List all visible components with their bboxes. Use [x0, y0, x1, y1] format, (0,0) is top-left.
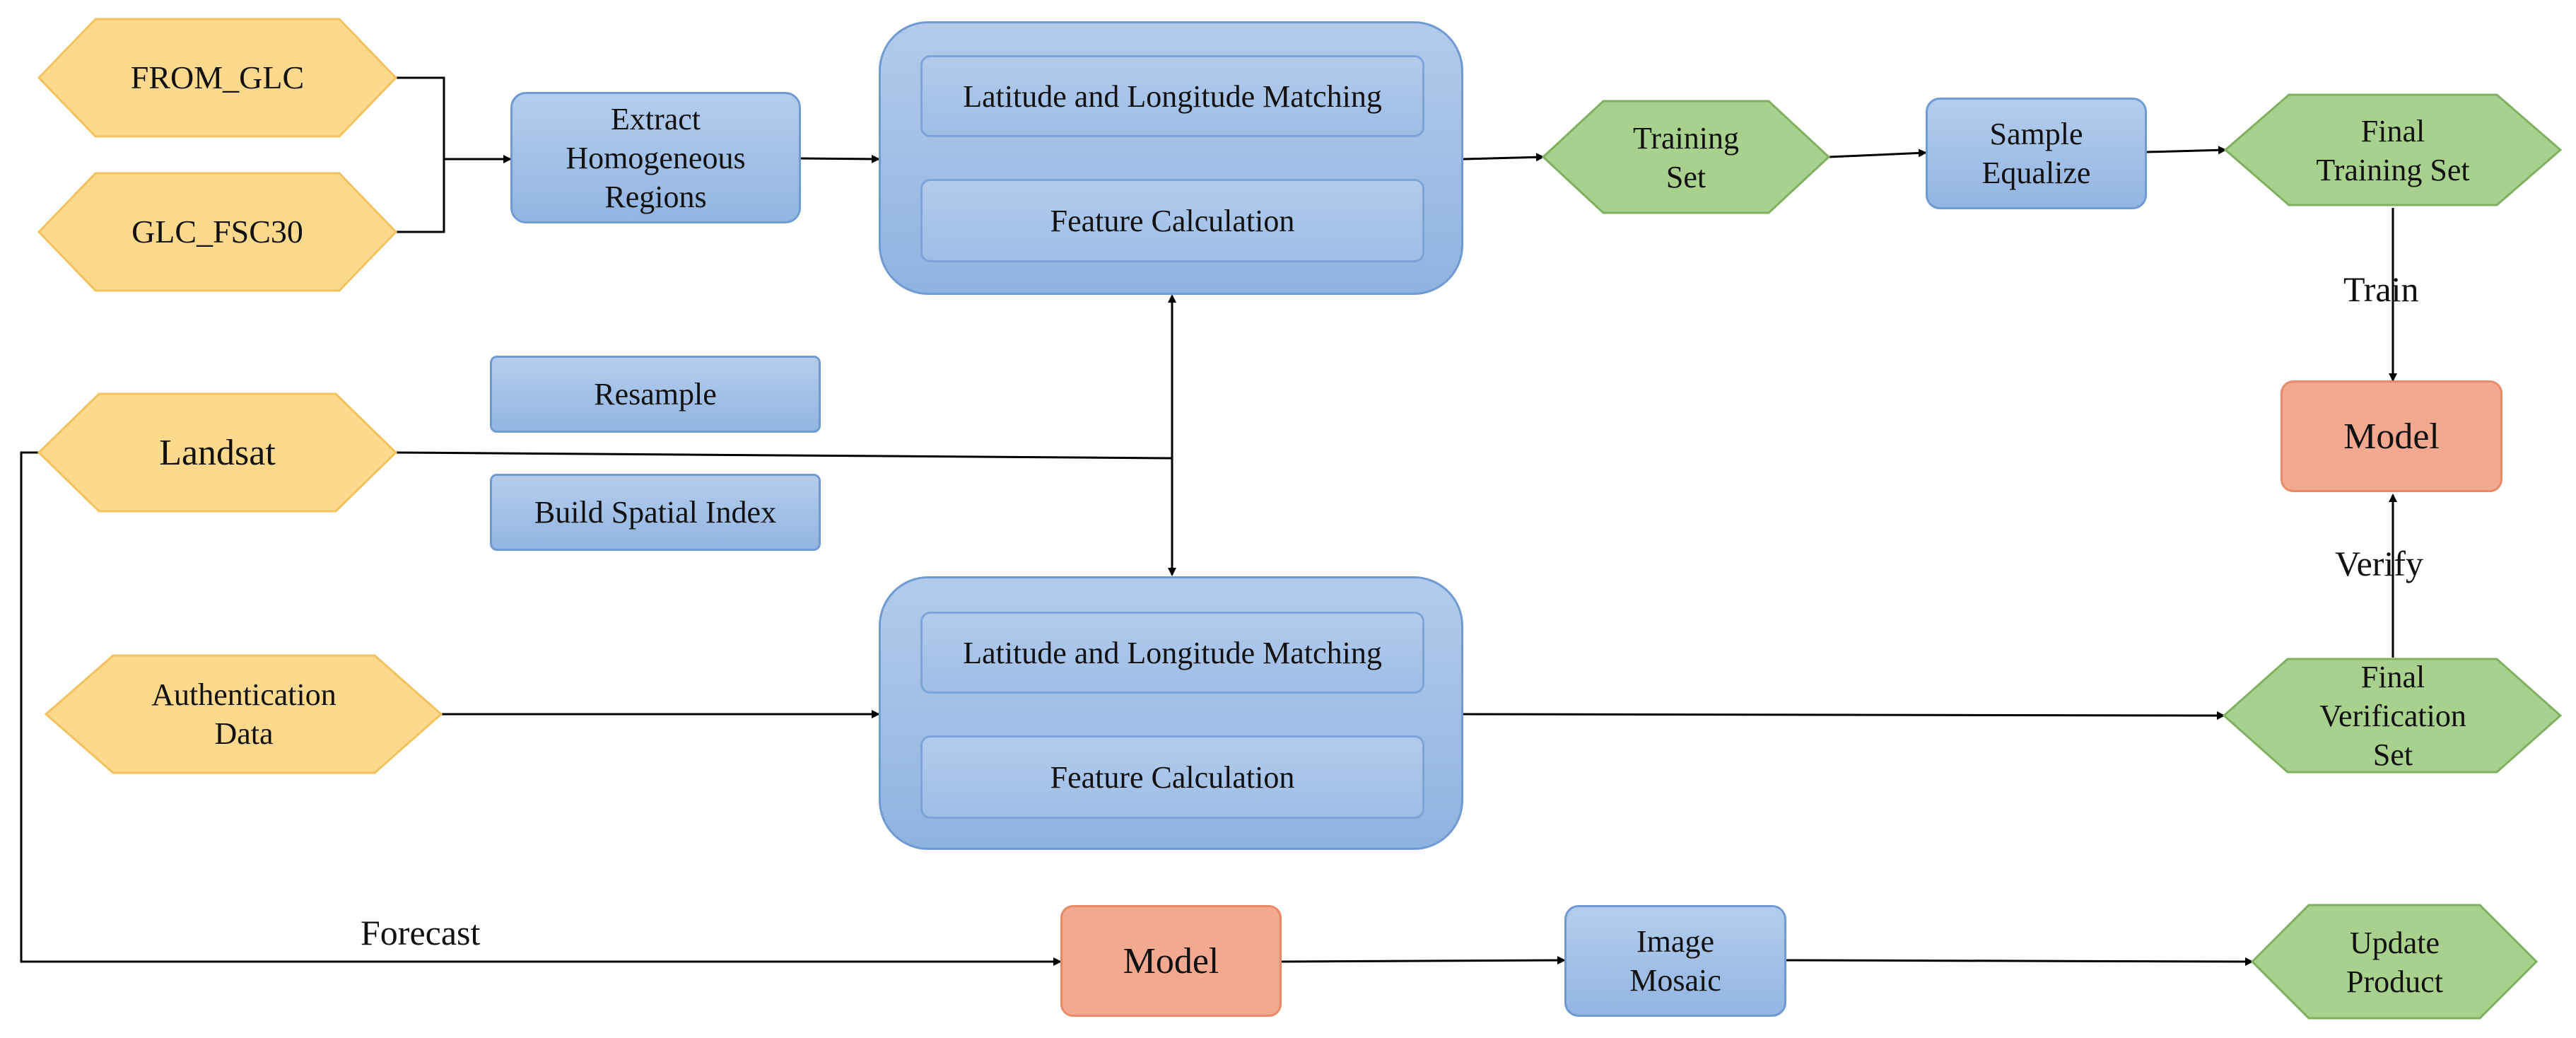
bottom-latlon-matching-box: Latitude and Longitude Matching	[920, 612, 1424, 694]
landsat-label: Landsat	[159, 432, 276, 473]
extract-homogeneous-regions-box: Extract Homogeneous Regions	[510, 92, 801, 223]
final-verification-set-shape	[2222, 658, 2563, 774]
top-group-to-training-set-arrow	[1463, 153, 1545, 162]
train-label: Train	[2343, 269, 2419, 309]
verify-label: Verify	[2335, 544, 2423, 583]
build-spatial-index-box: Build Spatial Index	[490, 474, 821, 551]
landsat-connector	[395, 451, 1173, 460]
glc-fsc30-label: GLC_FSC30	[131, 214, 303, 250]
image-mosaic-to-update-product-arrow	[1786, 957, 2254, 966]
top-feature-calculation-box: Feature Calculation	[920, 179, 1424, 262]
final-training-set-shape	[2223, 93, 2563, 206]
training-set-to-sample-equalize-arrow	[1828, 148, 1927, 158]
forecast-label: Forecast	[361, 913, 481, 952]
resample-box: Resample	[490, 356, 821, 433]
model-to-image-mosaic-arrow	[1281, 956, 1566, 965]
from-glc-connector	[396, 76, 445, 159]
authentication-data-shape	[44, 654, 443, 774]
model-right-box: Model	[2281, 380, 2502, 492]
image-mosaic-box: Image Mosaic	[1564, 905, 1786, 1017]
extract-to-top-group-arrow	[800, 154, 880, 163]
landsat-shape	[37, 392, 398, 513]
model-bottom-box: Model	[1060, 905, 1282, 1017]
update-product-shape	[2250, 904, 2539, 1020]
final-training-set-label: Final Training Set	[2316, 113, 2470, 187]
training-set-label: Training Set	[1633, 120, 1739, 194]
update-product-label: Update Product	[2346, 925, 2443, 999]
final-verification-set-label: Final Verification Set	[2319, 660, 2466, 772]
glc-fsc30-connector	[396, 159, 445, 233]
from-glc-label: FROM_GLC	[130, 59, 305, 96]
from-glc-shape	[37, 18, 398, 138]
glc-fsc30-shape	[37, 172, 398, 292]
authentication-data-label: Authentication Data	[151, 677, 336, 751]
top-latlon-matching-box: Latitude and Longitude Matching	[920, 55, 1424, 137]
bottom-group-to-final-verification-arrow	[1463, 711, 2225, 720]
sample-equalize-box: Sample Equalize	[1926, 98, 2147, 209]
training-set-shape	[1541, 100, 1831, 214]
bottom-feature-calculation-box: Feature Calculation	[920, 735, 1424, 819]
sample-equalize-to-final-training-arrow	[2146, 146, 2227, 155]
